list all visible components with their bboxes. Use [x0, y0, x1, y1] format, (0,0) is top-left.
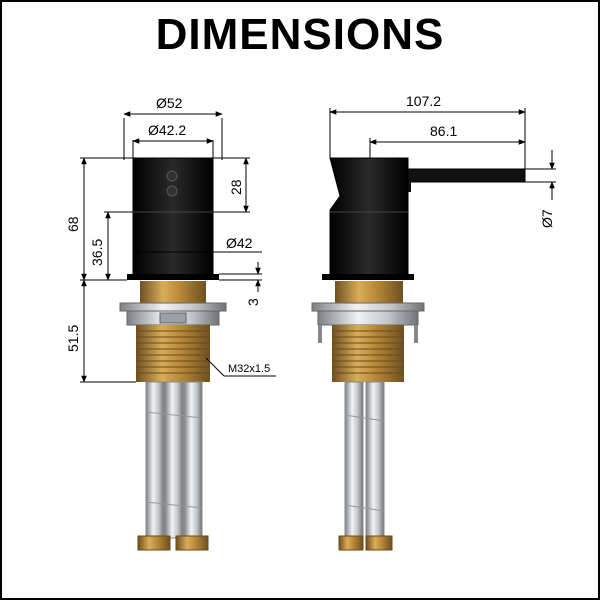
side-lever	[404, 168, 526, 183]
side-handle-body	[329, 157, 409, 277]
side-fitting-right	[365, 535, 393, 551]
dim-68: 68	[65, 216, 81, 232]
front-base-flange	[127, 274, 219, 280]
front-brass-neck	[140, 281, 206, 303]
page-title: DIMENSIONS	[155, 10, 445, 59]
side-nut	[317, 310, 419, 326]
dim-dia-7: Ø7	[539, 209, 555, 228]
dim-51-5: 51.5	[65, 325, 81, 352]
front-pipe-left	[145, 381, 165, 539]
front-washer	[119, 302, 227, 312]
dim-3: 3	[245, 298, 261, 306]
side-pipe-right	[365, 381, 385, 539]
side-brass-neck	[335, 281, 403, 303]
dim-dia-52: Ø52	[156, 95, 183, 111]
dim-107-2: 107.2	[406, 93, 441, 109]
front-pipe-mid	[164, 381, 184, 539]
front-view: Ø52 Ø42.2 28 68 36.5 Ø42 3 51.5 M32x1.5	[65, 95, 276, 551]
side-washer	[311, 302, 425, 312]
side-base-flange	[322, 274, 414, 280]
dim-dia-42-2: Ø42.2	[148, 122, 186, 138]
front-fitting-right	[175, 535, 209, 551]
front-fitting-left	[137, 535, 171, 551]
dim-dia-42: Ø42	[226, 235, 253, 251]
dim-86-1: 86.1	[430, 123, 457, 139]
dim-28: 28	[228, 179, 244, 195]
indicator-dot-icon	[166, 170, 178, 182]
side-view: 107.2 86.1 Ø7	[311, 93, 556, 551]
side-pipe-left	[344, 381, 364, 539]
dim-36-5: 36.5	[89, 239, 105, 266]
front-pipe-right	[183, 381, 203, 539]
indicator-dot-icon	[166, 185, 178, 197]
dim-thread: M32x1.5	[228, 363, 270, 375]
side-fitting-left	[338, 535, 364, 551]
